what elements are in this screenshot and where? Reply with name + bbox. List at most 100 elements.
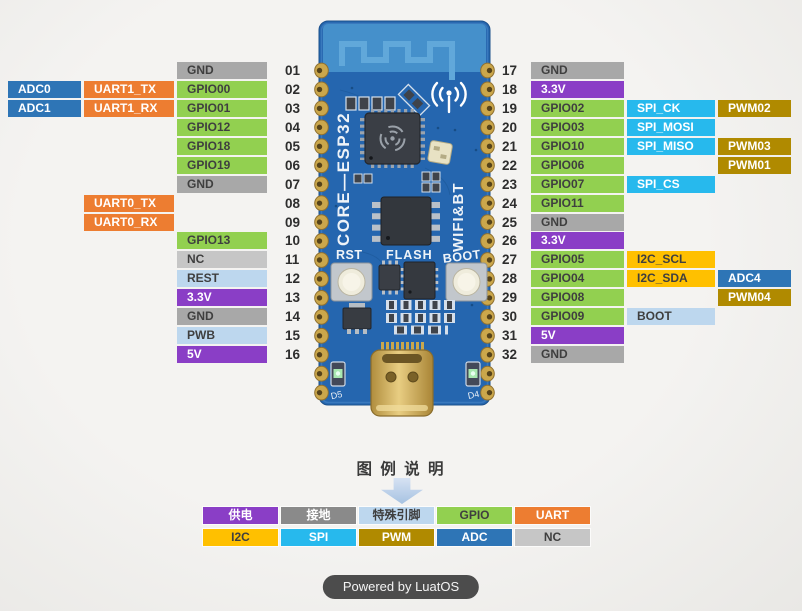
castellation-pad: [480, 62, 495, 79]
pin-number: 03: [285, 100, 301, 116]
castellation-pad: [314, 62, 329, 79]
castellation-pad: [480, 195, 495, 212]
pin-label-5V: 5V: [177, 346, 267, 364]
legend-item-SPI: SPI: [281, 528, 356, 546]
pin-label-GPIO13: GPIO13: [177, 232, 267, 250]
pin-label-UART0_RX: UART0_RX: [84, 213, 174, 231]
castellation-pad: [314, 100, 329, 117]
pin-number: 32: [502, 347, 518, 363]
pin-number: 30: [502, 309, 518, 325]
castellation-pad: [480, 346, 495, 363]
legend-title: 图 例 说 明: [356, 461, 446, 478]
passive-components-bottom: [386, 300, 458, 335]
castellation-pad: [314, 81, 329, 98]
crystal-oscillator: [427, 140, 453, 165]
pin-label-GPIO19: GPIO19: [177, 156, 267, 174]
flash-label: FLASH: [386, 248, 433, 262]
legend-item-UART: UART: [515, 507, 590, 524]
pin-label-PWB: PWB: [177, 327, 267, 345]
esp32-chip: [360, 109, 425, 168]
led-d4: [465, 361, 481, 387]
pin-number: 20: [502, 119, 518, 135]
pin-label-ADC4: ADC4: [718, 270, 791, 288]
pin-number: 12: [285, 271, 301, 287]
pin-label-GPIO01: GPIO01: [177, 99, 267, 117]
legend-item-ADC: ADC: [437, 528, 512, 546]
board-title: CORE—ESP32: [334, 112, 353, 246]
led-d5-label: D5: [330, 389, 343, 401]
pin-label-NC: NC: [177, 251, 267, 269]
footer-badge: Powered by LuatOS: [322, 575, 480, 599]
pin-label-GPIO03: GPIO03: [531, 118, 624, 136]
pin-label-GPIO10: GPIO10: [531, 137, 624, 155]
pin-number: 26: [502, 233, 518, 249]
pin-number: 16: [285, 347, 301, 363]
pin-number: 25: [502, 214, 518, 230]
legend-item-GPIO: GPIO: [437, 507, 512, 524]
pin-number: 18: [502, 81, 518, 97]
castellation-pad: [480, 384, 495, 401]
down-arrow-icon: [381, 478, 423, 504]
castellation-pad: [480, 81, 495, 98]
castellation-pad: [480, 119, 495, 136]
castellation-pad: [314, 195, 329, 212]
pin-label-ADC1: ADC1: [8, 99, 81, 117]
pin-number: 05: [285, 138, 301, 154]
rst-button: [330, 262, 373, 302]
legend-item-接地: 接地: [281, 507, 356, 524]
pin-label-REST: REST: [177, 270, 267, 288]
pin-number: 19: [502, 100, 518, 116]
pin-label-PWM02: PWM02: [718, 99, 791, 117]
castellation-pad: [480, 327, 495, 344]
castellation-pad: [314, 290, 329, 306]
pin-label-3.3V: 3.3V: [531, 232, 624, 250]
pin-label-I2C_SDA: I2C_SDA: [627, 270, 715, 288]
pin-label-GND: GND: [177, 175, 267, 193]
pin-number: 13: [285, 290, 301, 306]
usb-uart-chips: [378, 260, 439, 300]
pin-label-GPIO00: GPIO00: [177, 80, 267, 98]
pin-number: 27: [502, 252, 518, 268]
pin-label-PWM03: PWM03: [718, 137, 791, 155]
pin-label-PWM01: PWM01: [718, 156, 791, 174]
pin-label-GPIO12: GPIO12: [177, 118, 267, 136]
rst-label: RST: [336, 248, 363, 262]
pin-number: 24: [502, 195, 518, 211]
pin-number: 28: [502, 271, 518, 287]
pin-number: 31: [502, 328, 518, 344]
castellation-pad: [314, 346, 329, 363]
castellation-pad: [314, 214, 329, 231]
passive-components-top: [345, 83, 431, 117]
pin-label-GPIO07: GPIO07: [531, 175, 624, 193]
pin-label-GND: GND: [177, 308, 267, 326]
pcb-antenna: [323, 24, 486, 80]
wifi-signal-icon: [431, 81, 467, 114]
pin-label-GND: GND: [531, 213, 624, 231]
pin-label-PWM04: PWM04: [718, 289, 791, 307]
pin-label-UART1_RX: UART1_RX: [84, 99, 174, 117]
capacitor-clusters: [353, 171, 441, 193]
castellation-pad: [480, 157, 495, 174]
pin-label-GPIO08: GPIO08: [531, 289, 624, 307]
castellation-pad: [480, 214, 495, 231]
castellation-pad: [480, 138, 495, 155]
legend-item-NC: NC: [515, 528, 590, 546]
castellation-pad: [480, 308, 495, 325]
boot-button: [445, 262, 488, 302]
pin-number: 29: [502, 290, 518, 306]
pin-number: 01: [285, 63, 301, 78]
castellation-pad: [314, 138, 329, 155]
castellation-pad: [314, 365, 329, 382]
castellated-pads: [314, 62, 495, 401]
pin-label-GPIO05: GPIO05: [531, 251, 624, 269]
pin-label-GPIO09: GPIO09: [531, 308, 624, 326]
pin-number: 10: [285, 233, 301, 249]
led-d5: [330, 361, 346, 387]
pin-label-GPIO02: GPIO02: [531, 99, 624, 117]
voltage-regulator: [342, 303, 372, 334]
castellation-pad: [314, 176, 329, 193]
board-photo: CORE—ESP32 WIFI&BT RST FLASH BOOT: [314, 20, 495, 417]
